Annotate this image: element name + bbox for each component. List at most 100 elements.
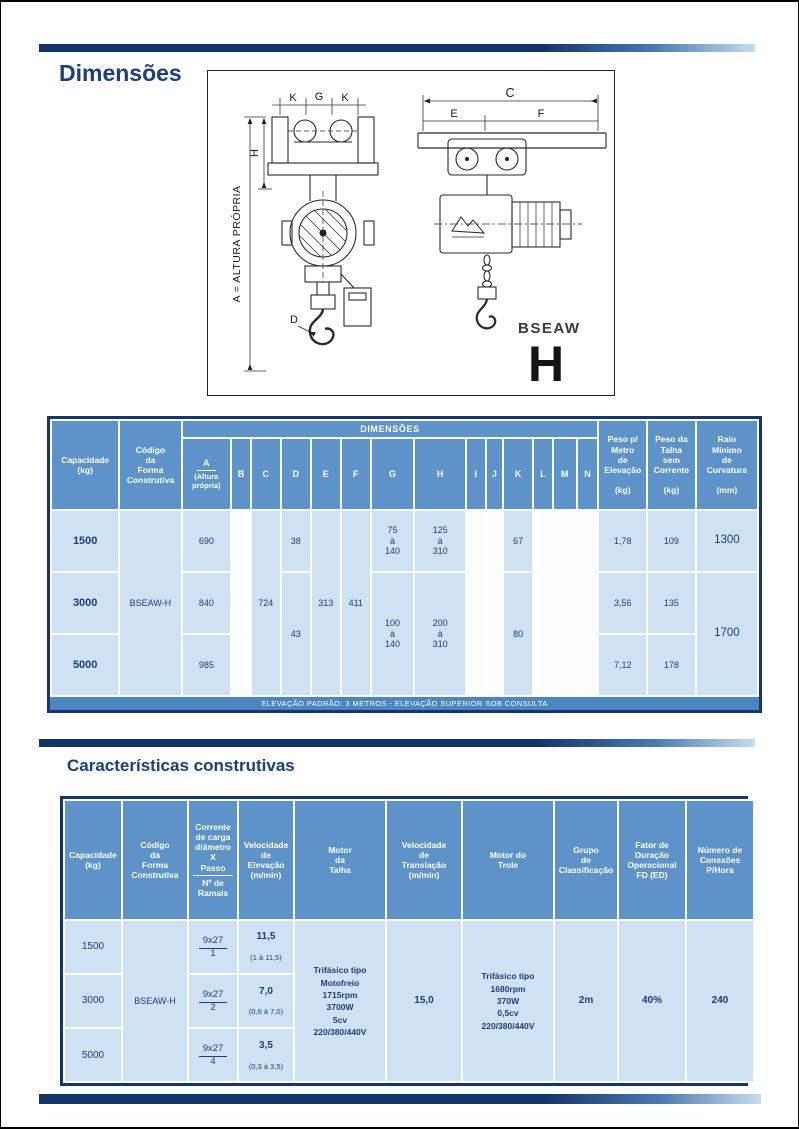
divider-bar-bottom bbox=[39, 1094, 761, 1104]
cell-c: 724 bbox=[251, 511, 280, 695]
header-col-g: G bbox=[371, 439, 414, 509]
table-row: 3000 9x27 2 7,0 (0,6 à 7,0) bbox=[65, 975, 753, 1028]
header-corrente-bottom: Nº de Ramais bbox=[197, 877, 229, 898]
cell2-capacity-5000: 5000 bbox=[65, 1029, 121, 1082]
dim-label-f: F bbox=[538, 108, 545, 120]
cell-capacity-5000: 5000 bbox=[52, 635, 119, 695]
cell-j-empty bbox=[486, 511, 503, 695]
section-title-caracteristicas: Características construtivas bbox=[67, 756, 295, 775]
header-velocidade-elevacao: Velocidade de Elevação (m/min) bbox=[239, 801, 293, 919]
cell-i-empty bbox=[466, 511, 485, 695]
dim-label-k-left: K bbox=[289, 92, 297, 104]
header-corrente: Corrente de carga diâmetro X Passo Nº de… bbox=[189, 801, 237, 919]
header-col-l: L bbox=[534, 439, 552, 509]
cell-h-row12: 200 à 310 bbox=[415, 573, 465, 695]
cell-code: BSEAW-H bbox=[120, 511, 181, 695]
cell2-speed-row1: 7,0 (0,6 à 7,0) bbox=[239, 975, 293, 1028]
cell-l-empty bbox=[534, 511, 552, 695]
table-footnote: ELEVAÇÃO PADRÃO: 3 METROS - ELEVAÇÃO SUP… bbox=[50, 697, 759, 710]
table-row: 3000 840 43 100 à 140 200 à 310 80 3,56 … bbox=[52, 573, 757, 695]
header-capacidade: Capacidade (kg) bbox=[52, 421, 119, 509]
chain-size: 9x27 bbox=[198, 1043, 228, 1057]
chain-falls: 1 bbox=[210, 947, 216, 959]
lift-speed-range: (0,6 à 7,0) bbox=[248, 1007, 284, 1017]
header-raio: Raio Mínimo de Curvatura (mm) bbox=[696, 421, 757, 509]
cell-b-empty bbox=[232, 511, 250, 695]
technical-drawing-box: K G K H A = ALTURA PRÓPRIA D bbox=[207, 70, 615, 396]
dim-label-e: E bbox=[450, 108, 457, 120]
cell2-capacity-1500: 1500 bbox=[65, 921, 121, 974]
header-col-n: N bbox=[577, 439, 598, 509]
header-col-c: C bbox=[251, 439, 280, 509]
cell-d-row0: 38 bbox=[281, 511, 310, 571]
header-col-d: D bbox=[281, 439, 310, 509]
cell2-speed-row0: 11,5 (1 à 11,5) bbox=[239, 921, 293, 974]
own-height-label: A = ALTURA PRÓPRIA bbox=[230, 185, 243, 302]
cell-peso-metro-row0: 1,78 bbox=[599, 511, 647, 571]
hoist-technical-drawing: K G K H A = ALTURA PRÓPRIA D bbox=[230, 86, 607, 392]
table-row: 5000 9x27 4 3,5 (0,3 à 3,5) bbox=[65, 1029, 753, 1082]
cell2-speed-row2: 3,5 (0,3 à 3,5) bbox=[239, 1029, 293, 1082]
header-motor-trole: Motor do Trole bbox=[463, 801, 553, 919]
side-view-drawing bbox=[417, 95, 607, 330]
cell2-class-group: 2m bbox=[555, 921, 617, 1082]
header-capacidade-2: Capacidade (kg) bbox=[65, 801, 121, 919]
cell-a-row2: 985 bbox=[182, 635, 231, 695]
cell-g-row0: 75 à 140 bbox=[371, 511, 414, 571]
cell2-chain-row2: 9x27 4 bbox=[189, 1029, 237, 1082]
lift-speed-value: 3,5 bbox=[259, 1039, 273, 1051]
chain-falls: 2 bbox=[210, 1001, 216, 1013]
chain-size: 9x27 bbox=[198, 989, 228, 1003]
cell-capacity-1500: 1500 bbox=[52, 511, 119, 571]
header-col-k: K bbox=[504, 439, 533, 509]
dim-label-d: D bbox=[290, 314, 298, 326]
model-letter-label: H bbox=[528, 336, 564, 392]
cell2-capacity-3000: 3000 bbox=[65, 975, 121, 1028]
header-col-a-sub: (Altura própria) bbox=[192, 471, 221, 490]
table-row: 1500 BSEAW-H 690 724 38 313 411 75 à 140… bbox=[52, 511, 757, 695]
header-col-b: B bbox=[232, 439, 250, 509]
cell2-chain-row1: 9x27 2 bbox=[189, 975, 237, 1028]
header-col-f: F bbox=[341, 439, 370, 509]
header-col-e: E bbox=[311, 439, 340, 509]
header-col-a: A (Altura própria) bbox=[182, 439, 231, 509]
table-row: 1500 BSEAW-H 9x27 1 11,5 (1 à 11,5) Trif… bbox=[65, 921, 753, 1082]
cell-m-empty bbox=[553, 511, 576, 695]
dim-label-k-right: K bbox=[341, 92, 349, 104]
cell2-travel-speed: 15,0 bbox=[387, 921, 461, 1082]
cell-k-row0: 67 bbox=[504, 511, 533, 571]
model-series-label: BSEAW bbox=[518, 320, 581, 337]
characteristics-table: Capacidade (kg) Código da Forma Construt… bbox=[60, 796, 755, 1087]
cell2-code: BSEAW-H bbox=[123, 921, 187, 1082]
lift-speed-value: 7,0 bbox=[259, 985, 273, 997]
header-grupo: Grupo de Classificação bbox=[555, 801, 617, 919]
dim-label-h: H bbox=[249, 149, 261, 157]
header-dimensoes-band: DIMENSÕES bbox=[182, 421, 598, 437]
lift-speed-value: 11,5 bbox=[256, 931, 276, 943]
cell2-connections: 240 bbox=[687, 921, 753, 1082]
lift-speed-range: (0,3 à 3,5) bbox=[248, 1061, 284, 1071]
header-peso-talha: Peso da Talha sem Corrente (kg) bbox=[648, 421, 695, 509]
cell-n-empty bbox=[577, 511, 598, 695]
cell-peso-talha-row2: 178 bbox=[648, 635, 695, 695]
cell-h-row0: 125 à 310 bbox=[415, 511, 465, 571]
header-codigo-2: Código da Forma Construtiva bbox=[123, 801, 187, 919]
page-title: Dimensões bbox=[59, 60, 182, 86]
header-motor-talha: Motor da Talha bbox=[295, 801, 385, 919]
cell-peso-metro-row2: 7,12 bbox=[599, 635, 647, 695]
cell-raio-row12: 1700 bbox=[696, 573, 757, 695]
table-row: 5000 985 7,12 178 bbox=[52, 635, 757, 695]
header-fator-duracao: Fator de Duração Operacional FD (ED) bbox=[619, 801, 685, 919]
header-corrente-top: Corrente de carga diâmetro X Passo bbox=[193, 822, 233, 876]
front-view-drawing bbox=[244, 98, 379, 372]
header-codigo: Código da Forma Construtiva bbox=[120, 421, 181, 509]
dim-label-c: C bbox=[505, 86, 514, 100]
cell-raio-row0: 1300 bbox=[696, 511, 757, 571]
cell-k-row12: 80 bbox=[504, 573, 533, 695]
chain-size: 9x27 bbox=[198, 935, 228, 949]
cell-capacity-3000: 3000 bbox=[52, 573, 119, 633]
cell-d-row12: 43 bbox=[281, 573, 310, 695]
dimensions-table-grid: Capacidade (kg) Código da Forma Construt… bbox=[50, 419, 759, 697]
header-conexoes: Número de Conexões P/Hora bbox=[687, 801, 753, 919]
